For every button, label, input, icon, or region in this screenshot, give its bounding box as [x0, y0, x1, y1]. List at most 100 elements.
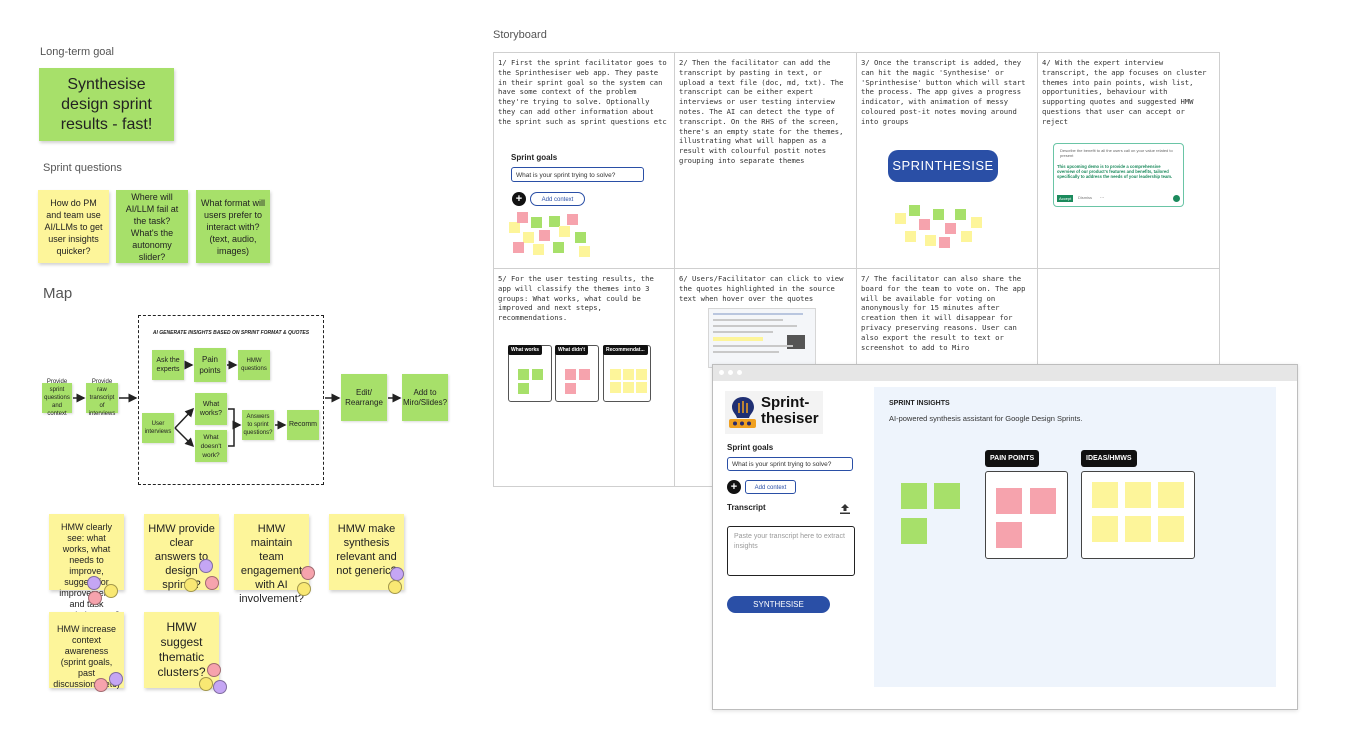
app-add-context-button[interactable]: Add context: [745, 480, 796, 494]
map-node-hmw-questions[interactable]: HMW questions: [238, 350, 270, 380]
pink-sticky: [565, 369, 576, 380]
upload-icon[interactable]: [839, 503, 851, 515]
storyboard-cell-4: 4/ With the expert interview transcript,…: [1038, 52, 1220, 269]
c5-tab-what-works[interactable]: What works: [508, 345, 543, 355]
c5-tab-what-didnt[interactable]: What didn't: [555, 345, 589, 355]
vote-dot: [88, 591, 102, 605]
ideas-hmws-column: [1081, 471, 1195, 559]
pink-sticky: [565, 383, 576, 394]
sprint-questions-heading: Sprint questions: [43, 162, 122, 174]
sprint-question-sticky[interactable]: Where will AI/LLM fail at the task? What…: [116, 190, 188, 263]
app-transcript-label: Transcript: [727, 503, 766, 512]
app-sprint-goals-label: Sprint goals: [727, 443, 774, 452]
storyboard-cell-1: 1/ First the sprint facilitator goes to …: [493, 52, 675, 269]
vote-dot: [297, 582, 311, 596]
c4-insight-text: This upcoming demo is to provide a compr…: [1057, 164, 1173, 180]
c3-sprinthesise-button[interactable]: SPRINTHESISE: [888, 150, 998, 182]
map-node-ask-experts[interactable]: Ask the experts: [152, 350, 184, 380]
yellow-sticky[interactable]: [1158, 516, 1184, 542]
green-sticky[interactable]: [901, 518, 927, 544]
app-logo: Sprint- thesiser: [725, 391, 823, 434]
hmw-sticky[interactable]: HMW clearly see: what works, what needs …: [49, 514, 124, 620]
vote-dot: [301, 566, 315, 580]
yellow-sticky[interactable]: [1092, 482, 1118, 508]
c1-add-context-button[interactable]: Add context: [530, 192, 585, 206]
map-heading: Map: [43, 285, 73, 302]
c5-tab-recommendations[interactable]: Recommendat...: [603, 345, 648, 355]
vote-dot: [207, 663, 221, 677]
vote-dot: [109, 672, 123, 686]
vote-dot: [184, 578, 198, 592]
pink-sticky[interactable]: [1030, 488, 1056, 514]
long-term-goal-heading: Long-term goal: [40, 46, 114, 58]
storyboard-cell-text: 6/ Users/Facilitator can click to view t…: [679, 274, 844, 303]
pain-points-column: [985, 471, 1068, 559]
sprint-question-sticky[interactable]: How do PM and team use AI/LLMs to get us…: [38, 190, 109, 263]
c4-dismiss-button[interactable]: Dismiss: [1078, 195, 1092, 200]
sprinthesiser-app-window: Sprint- thesiser Sprint goals What is yo…: [712, 364, 1298, 710]
ai-insights-box-title: AI GENERATE INSIGHTS BASED ON SPRINT FOR…: [152, 330, 310, 336]
vote-dot: [390, 567, 404, 581]
messy-sticky-cluster: [509, 212, 594, 262]
pink-sticky: [579, 369, 590, 380]
messy-sticky-cluster: [895, 205, 982, 255]
app-sprint-goal-input[interactable]: What is your sprint trying to solve?: [727, 457, 853, 471]
map-node-add-miro[interactable]: Add to Miro/Slides?: [402, 374, 448, 421]
storyboard-cell-text: 3/ Once the transcript is added, they ca…: [861, 58, 1026, 126]
map-node-recomm[interactable]: Recomm: [287, 410, 319, 440]
green-sticky: [532, 369, 543, 380]
storyboard-cell-text: 7/ The facilitator can also share the bo…: [861, 274, 1026, 352]
plus-icon[interactable]: +: [512, 192, 526, 206]
pink-sticky[interactable]: [996, 522, 1022, 548]
storyboard-heading: Storyboard: [493, 29, 547, 41]
storyboard-cell-3: 3/ Once the transcript is added, they ca…: [857, 52, 1038, 269]
storyboard-cell-5: 5/ For the user testing results, the app…: [493, 269, 675, 487]
storyboard-cell-text: 1/ First the sprint facilitator goes to …: [498, 58, 667, 126]
c6-source-text-thumbnail[interactable]: [708, 308, 816, 368]
c4-more-button[interactable]: ...: [1100, 194, 1105, 200]
green-sticky[interactable]: [934, 483, 960, 509]
vote-dot: [199, 677, 213, 691]
app-logo-text-line2: thesiser: [761, 410, 819, 427]
ideas-hmws-tab[interactable]: IDEAS/HMWS: [1081, 450, 1137, 467]
vote-dot: [87, 576, 101, 590]
yellow-sticky[interactable]: [1125, 482, 1151, 508]
insights-title: SPRINT INSIGHTS: [889, 400, 950, 407]
map-node-user-interviews[interactable]: User interviews: [142, 413, 174, 443]
window-dot-icon: [737, 370, 742, 375]
c4-accept-button[interactable]: Accept: [1057, 195, 1074, 202]
app-transcript-textarea[interactable]: Paste your transcript here to extract in…: [727, 526, 855, 576]
pain-points-tab[interactable]: PAIN POINTS: [985, 450, 1040, 467]
yellow-sticky: [610, 369, 621, 380]
yellow-sticky: [623, 369, 634, 380]
map-node-what-works[interactable]: What works?: [195, 393, 227, 425]
hmw-sticky[interactable]: HMW maintain team engagement with AI inv…: [234, 514, 309, 605]
map-node-what-doesnt[interactable]: What doesn't work?: [195, 430, 227, 462]
app-synthesise-button[interactable]: SYNTHESISE: [727, 596, 830, 613]
plus-icon[interactable]: +: [727, 480, 741, 494]
yellow-sticky[interactable]: [1125, 516, 1151, 542]
window-dot-icon: [728, 370, 733, 375]
vote-dot: [94, 678, 108, 692]
sprint-question-sticky[interactable]: What format will users prefer to interac…: [196, 190, 270, 263]
vote-dot: [205, 576, 219, 590]
long-term-goal-sticky[interactable]: Synthesise design sprint results - fast!: [39, 68, 174, 141]
map-node-edit[interactable]: Edit/ Rearrange: [341, 374, 387, 421]
ai-insights-box: [138, 315, 324, 485]
map-node-pain-points[interactable]: Pain points: [194, 348, 226, 382]
window-titlebar: [713, 365, 1297, 381]
green-sticky: [518, 383, 529, 394]
storyboard-cell-text: 2/ Then the facilitator can add the tran…: [679, 58, 844, 165]
green-sticky[interactable]: [901, 483, 927, 509]
hmw-sticky[interactable]: HMW suggest thematic clusters?: [144, 612, 219, 688]
pink-sticky[interactable]: [996, 488, 1022, 514]
c4-insight-card[interactable]: Describe the benefit to all the users ca…: [1053, 143, 1184, 207]
vote-dot: [388, 580, 402, 594]
map-node-answers[interactable]: Answers to sprint questions?: [242, 410, 274, 440]
storyboard-cell-2: 2/ Then the facilitator can add the tran…: [675, 52, 857, 269]
yellow-sticky: [610, 382, 621, 393]
green-sticky: [518, 369, 529, 380]
c1-sprint-goal-input[interactable]: What is your sprint trying to solve?: [511, 167, 644, 182]
yellow-sticky[interactable]: [1092, 516, 1118, 542]
yellow-sticky[interactable]: [1158, 482, 1184, 508]
